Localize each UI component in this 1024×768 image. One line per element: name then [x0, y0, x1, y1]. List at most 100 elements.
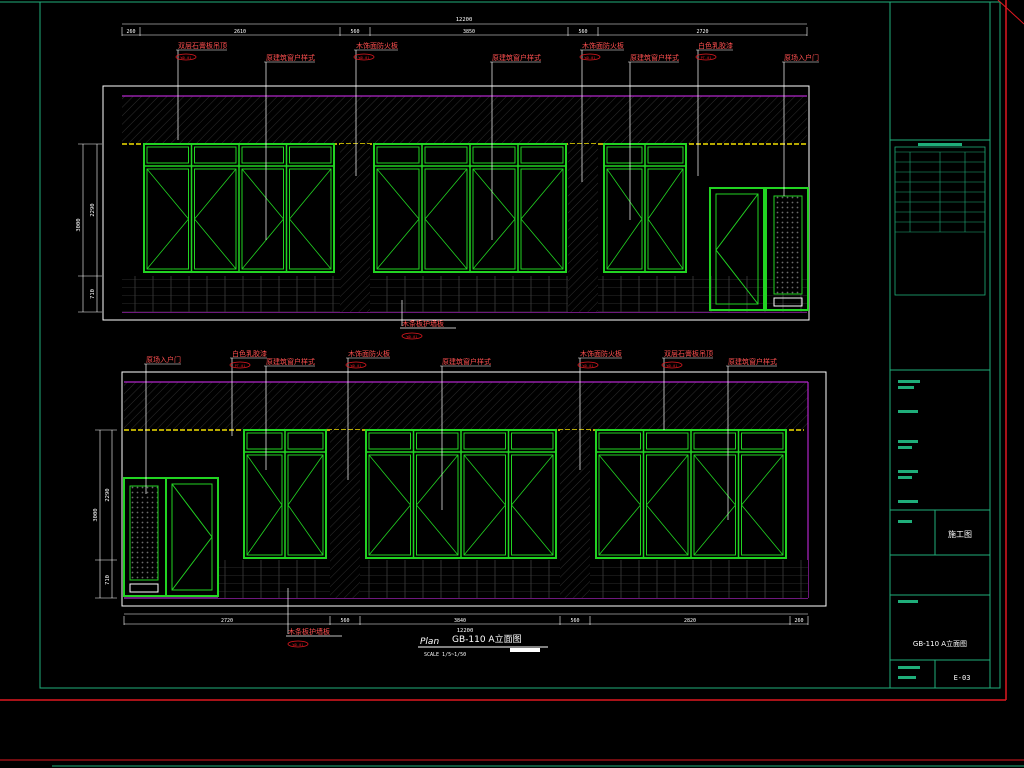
sub-height-dimension: 710 — [105, 575, 111, 585]
height-dimension: 3000 — [76, 218, 82, 231]
callout-label: 木饰面防火板 — [582, 41, 624, 50]
callout-label: 白色乳胶漆 — [698, 41, 733, 50]
drawing-name-label: GB-110 A立面图 — [913, 639, 967, 648]
column-panel — [568, 144, 598, 312]
callout-label: 木饰面防火板 — [348, 349, 390, 358]
plan-label: Plan — [420, 637, 439, 647]
dimension-label: 2820 — [684, 618, 696, 624]
ceiling-zone — [122, 96, 807, 144]
transom-pane — [368, 432, 411, 450]
dimension-label: 3850 — [463, 29, 475, 35]
sub-height-dimension: 2290 — [90, 203, 96, 216]
segment-dimensions: 260 2610 560 3850 560 2720 — [121, 27, 808, 36]
callout-tag: WD-01 — [181, 56, 192, 60]
transom-pane — [246, 432, 283, 450]
callout-tag-ellipse — [695, 53, 717, 61]
window-group — [143, 143, 687, 273]
callout-tag: WD-01 — [359, 56, 370, 60]
dimension-label: 560 — [350, 29, 359, 35]
callout-label: 双层石膏板吊顶 — [664, 349, 713, 358]
column-panel — [330, 430, 360, 598]
stage-label: 施工图 — [948, 529, 972, 539]
transom-pane — [289, 146, 332, 164]
callout-label: 木条板护墙板 — [288, 627, 330, 636]
callout-tag: PT-01 — [701, 56, 712, 60]
dimension-label: 2610 — [234, 29, 246, 35]
callout-tag: PT-01 — [235, 364, 246, 368]
entry-door — [709, 187, 809, 311]
callout-tag: WD-01 — [351, 364, 362, 368]
height-dimension: 3000 — [93, 508, 99, 521]
callout-label: 原建筑窗户样式 — [728, 357, 777, 366]
callout-label: 原建筑窗户样式 — [442, 357, 491, 366]
dimensions-bottom — [95, 429, 808, 625]
overall-dimension: 12200 — [456, 17, 473, 23]
sub-height-dimension: 2290 — [105, 488, 111, 501]
bottom-callout: 木条板护墙板 WD-01 — [286, 588, 342, 648]
callout-tag: WD-01 — [667, 364, 678, 368]
dimension-label: 260 — [126, 29, 135, 35]
callout-label: 白色乳胶漆 — [232, 349, 267, 358]
title-block-placeholder-text — [898, 380, 920, 679]
transom-pane — [376, 146, 420, 164]
scale-label: SCALE 1/5~1/50 — [424, 652, 466, 658]
callout-label: 原建筑窗户样式 — [492, 53, 541, 62]
revision-table — [895, 143, 985, 233]
callout-label: 原场入户门 — [784, 53, 819, 62]
callout-label: 木饰面防火板 — [580, 349, 622, 358]
transom-pane — [647, 146, 684, 164]
callout-tag-ellipse — [661, 361, 683, 369]
transom-pane — [416, 432, 459, 450]
transom-pane — [646, 432, 689, 450]
callout-label: 原建筑窗户样式 — [266, 53, 315, 62]
transom-pane — [472, 146, 516, 164]
title-block: 施工图 GB-110 A立面图 E-03 — [889, 1, 991, 689]
callout-label: 原建筑窗户样式 — [630, 53, 679, 62]
callout-tag-ellipse — [577, 361, 599, 369]
transom-pane — [693, 432, 736, 450]
transom-pane — [606, 146, 643, 164]
transom-pane — [741, 432, 784, 450]
transom-pane — [511, 432, 554, 450]
transom-pane — [146, 146, 189, 164]
transom-pane — [424, 146, 468, 164]
callout-label: 双层石膏板吊顶 — [178, 41, 227, 50]
dimension-label: 2720 — [696, 29, 708, 35]
dimension-label: 2720 — [221, 618, 233, 624]
drawing-title: GB-110 A立面图 — [452, 633, 522, 645]
callout-label: 木条板护墙板 — [402, 319, 444, 328]
dimension-label: 260 — [794, 618, 803, 624]
callout-tag-ellipse — [579, 53, 601, 61]
drawing-title-block: Plan GB-110 A立面图 SCALE 1/5~1/50 — [418, 633, 548, 658]
sheet-number: E-03 — [954, 674, 971, 682]
transom-pane — [241, 146, 284, 164]
segment-dimensions: 2720 560 3840 560 2820 260 — [123, 616, 809, 625]
callout-tag-ellipse — [345, 361, 367, 369]
window-group — [243, 429, 787, 559]
entry-door — [123, 477, 219, 597]
sub-height-dimension: 710 — [90, 289, 96, 299]
callout-tag-ellipse — [229, 361, 251, 369]
dimension-label: 3840 — [454, 618, 466, 624]
callout-label: 原建筑窗户样式 — [266, 357, 315, 366]
elevation-top: 12200 260 2610 560 3850 560 2720 3000 2290 71… — [76, 17, 819, 340]
wainscot-zone — [218, 560, 808, 598]
callout-tag-ellipse — [353, 53, 375, 61]
dimension-label: 560 — [340, 618, 349, 624]
callout-tag: WD-01 — [293, 643, 304, 647]
dimension-label: 560 — [570, 618, 579, 624]
transom-pane — [520, 146, 564, 164]
transom-pane — [598, 432, 641, 450]
callout-label: 木饰面防火板 — [356, 41, 398, 50]
transom-pane — [287, 432, 324, 450]
bottom-callout: 木条板护墙板 WD-01 — [400, 300, 456, 340]
transom-pane — [194, 146, 237, 164]
transom-pane — [463, 432, 506, 450]
callout-tag: WD-01 — [407, 335, 418, 339]
column-panel — [340, 144, 370, 312]
dimension-label: 560 — [578, 29, 587, 35]
dimensions-top — [78, 23, 807, 313]
callout-tag-ellipse — [175, 53, 197, 61]
